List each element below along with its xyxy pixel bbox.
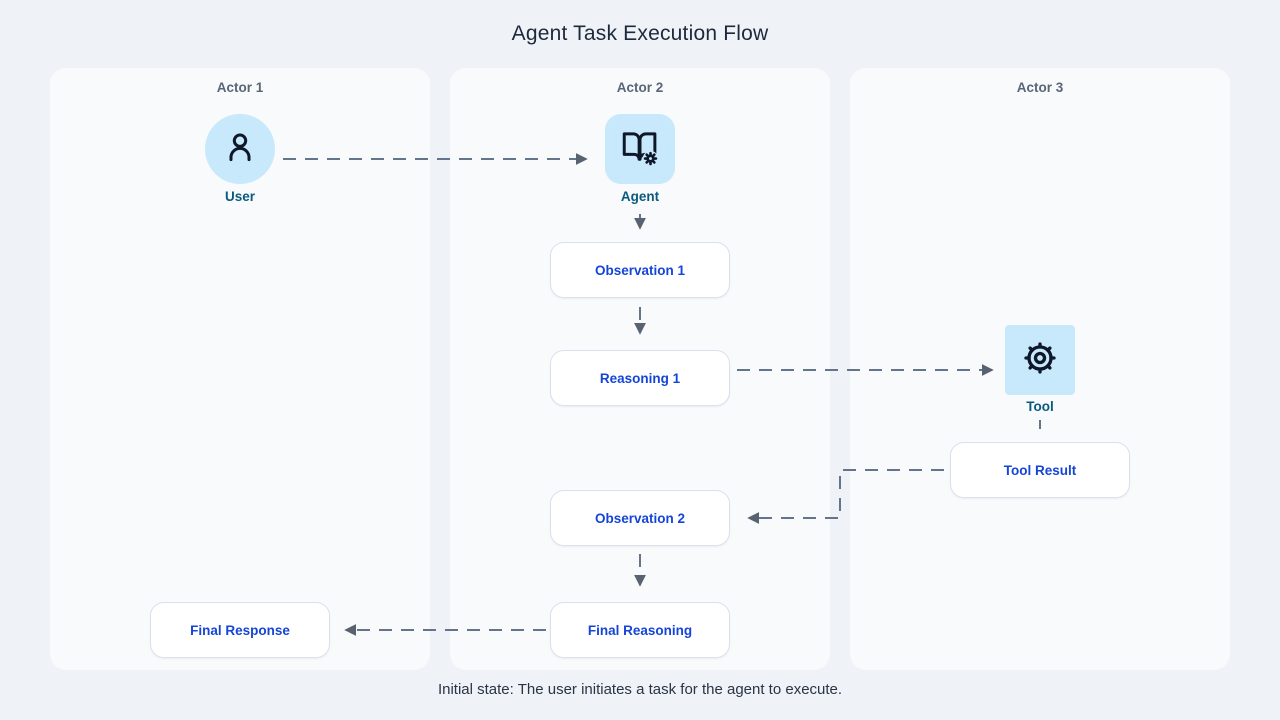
user-label: User xyxy=(224,189,256,204)
final-response-box: Final Response xyxy=(150,602,330,658)
tool-node xyxy=(1005,325,1075,395)
final-reasoning-box: Final Reasoning xyxy=(550,602,730,658)
page-title: Agent Task Execution Flow xyxy=(511,22,769,45)
observation-2-box: Observation 2 xyxy=(550,490,730,546)
state-caption: Initial state: The user initiates a task… xyxy=(437,681,843,698)
agent-label: Agent xyxy=(620,189,660,204)
observation-1-box: Observation 1 xyxy=(550,242,730,298)
lane-actor-2-header: Actor 2 xyxy=(616,80,664,95)
person-icon xyxy=(221,128,259,171)
reasoning-1-box: Reasoning 1 xyxy=(550,350,730,406)
gear-icon xyxy=(1020,338,1060,383)
user-node xyxy=(205,114,275,184)
tool-result-box: Tool Result xyxy=(950,442,1130,498)
agent-node xyxy=(605,114,675,184)
tool-label: Tool xyxy=(1026,399,1054,414)
book-gear-icon xyxy=(619,126,661,173)
lane-actor-1-header: Actor 1 xyxy=(216,80,264,95)
lane-actor-3-header: Actor 3 xyxy=(1016,80,1064,95)
